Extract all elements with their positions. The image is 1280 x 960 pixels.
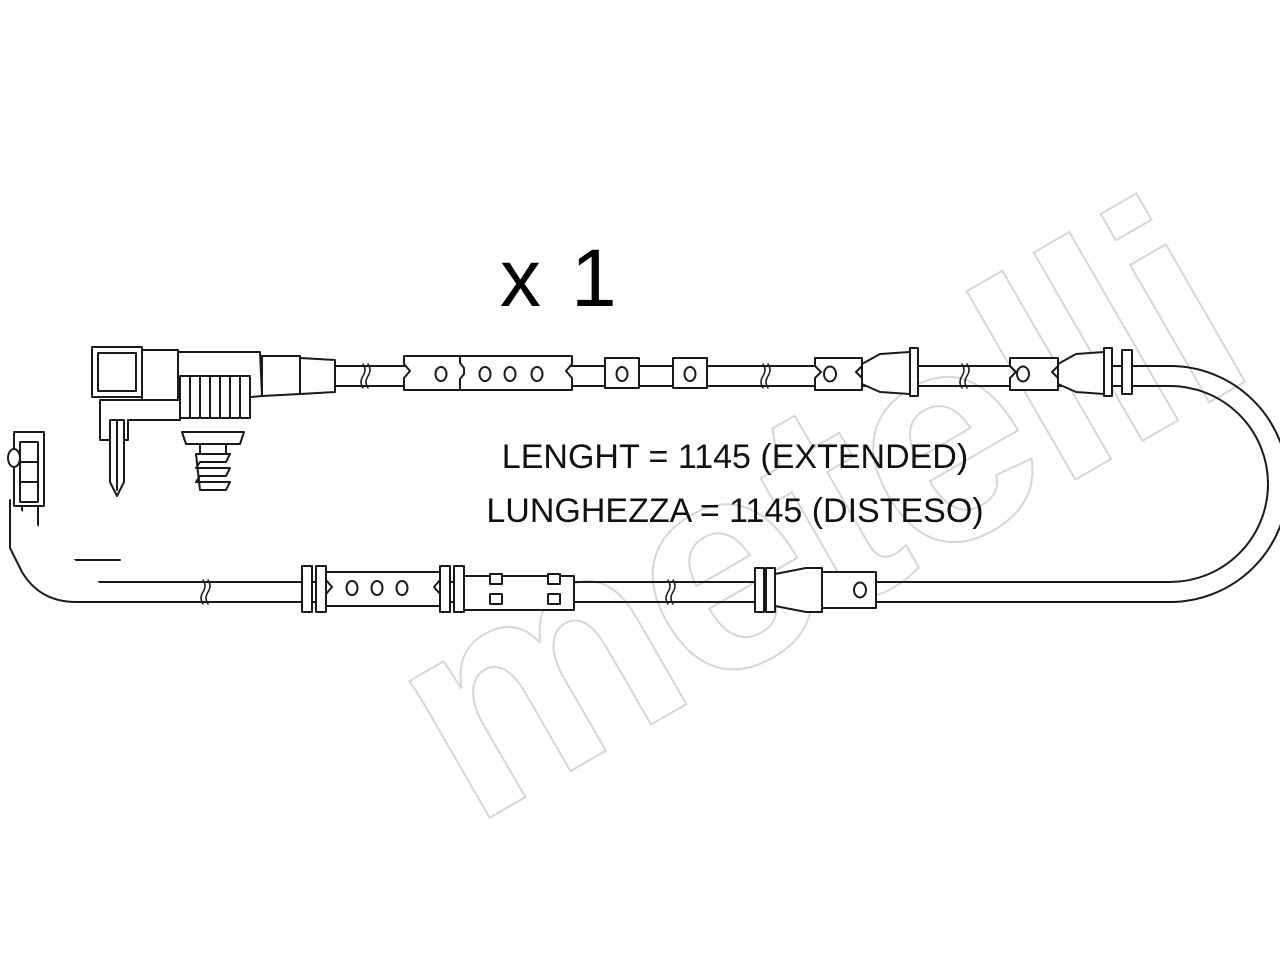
quantity-prefix: x (500, 233, 543, 324)
quantity-count: 1 (571, 233, 619, 324)
cable-clip-f (301, 565, 465, 613)
length-label-english: LENGHT = 1145 (EXTENDED) (501, 438, 969, 476)
cable-break-marks (200, 363, 970, 605)
cable-loop (869, 365, 1280, 603)
cable-clip-h (754, 567, 877, 613)
cable-clip-e (1009, 347, 1133, 397)
sensor-probe (7, 431, 121, 603)
cable-clip-b (604, 357, 640, 389)
cable-clip-c (672, 357, 708, 389)
cable-clip-a (403, 355, 573, 391)
cable-loop-inner (869, 385, 1269, 583)
connector-plug (91, 346, 336, 497)
cable-clip-g (463, 573, 575, 611)
cable-clip-d (814, 347, 919, 397)
length-label-italian: LUNGHEZZA = 1145 (DISTESO) (486, 492, 984, 530)
